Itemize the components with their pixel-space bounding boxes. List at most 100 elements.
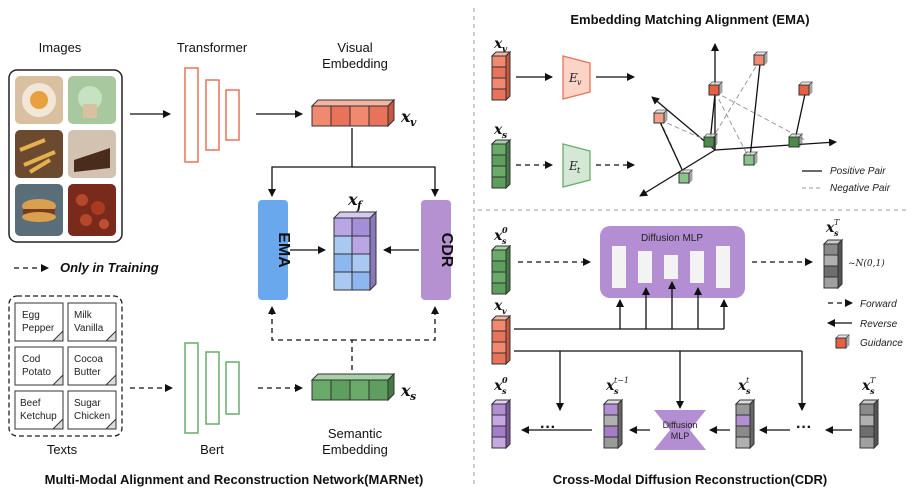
cdr-xsT-symbol: x xyxy=(825,220,835,236)
svg-text:Potato: Potato xyxy=(22,367,51,378)
rev-xst-superscript: t xyxy=(746,376,750,385)
diffusion-mlp-label: Diffusion MLP xyxy=(641,233,703,244)
cdr-label: CDR xyxy=(438,233,455,268)
svg-text:Ketchup: Ketchup xyxy=(20,411,57,422)
diffusion-mlp-small: Diffusion MLP xyxy=(654,410,706,450)
ema-x-s-subscript: s xyxy=(502,131,507,141)
positive-pair-label: Positive Pair xyxy=(830,166,886,177)
cdr-xsT-superscript: T xyxy=(834,218,840,227)
rev-xst1-column xyxy=(602,398,624,450)
left-footer-title: Multi-Modal Alignment and Reconstruction… xyxy=(45,472,424,487)
svg-text:Vanilla: Vanilla xyxy=(74,323,104,334)
ellipsis-1: ··· xyxy=(540,419,556,436)
svg-text:Egg: Egg xyxy=(22,310,40,321)
reverse-label: Reverse xyxy=(860,319,898,330)
ema-label: EMA xyxy=(275,232,292,268)
x-v-symbol: x xyxy=(400,107,411,126)
et-label: E xyxy=(568,159,578,173)
cdr-xv-symbol: x xyxy=(493,298,503,314)
rev-xsT-symbol: x xyxy=(861,378,871,394)
fused-embedding-grid xyxy=(332,210,378,292)
bert-block xyxy=(184,342,240,434)
cdr-footer-title: Cross-Modal Diffusion Reconstruction(CDR… xyxy=(553,472,827,487)
cdr-xv-subscript: v xyxy=(502,306,507,316)
ema-x-s-symbol: x xyxy=(493,122,503,138)
cdr-xsT-subscript: s xyxy=(834,228,839,238)
ema-x-v-subscript: v xyxy=(502,45,508,55)
cdr-xs0-symbol: x xyxy=(493,228,503,244)
ema-title: Embedding Matching Alignment (EMA) xyxy=(570,12,809,27)
rev-xsT-superscript: T xyxy=(870,376,876,385)
ev-label: E xyxy=(568,71,578,85)
cdr-xsT-column xyxy=(822,238,844,290)
visual-encoder-ev xyxy=(562,55,591,100)
transformer-label: Transformer xyxy=(177,40,248,55)
guidance-cube-icon xyxy=(835,334,850,349)
semantic-embedding-label-2: Embedding xyxy=(322,442,388,457)
cdr-xs0-column xyxy=(491,245,511,295)
diffusion-mlp-block: Diffusion MLP xyxy=(600,226,745,298)
svg-text:Cocoa: Cocoa xyxy=(74,354,103,365)
rev-xst1-superscript: t−1 xyxy=(614,376,629,385)
embedding-space-plot xyxy=(639,43,837,197)
diffusion-mlp-small-label-1: Diffusion xyxy=(663,420,698,430)
visual-embedding-label-1: Visual xyxy=(337,40,372,55)
visual-embedding-label-2: Embedding xyxy=(322,56,388,71)
texts-label: Texts xyxy=(47,442,78,457)
ema-visual-column xyxy=(491,51,511,101)
negative-pair-label: Negative Pair xyxy=(830,183,891,194)
rev-xs0-subscript: s xyxy=(502,386,507,396)
svg-text:Chicken: Chicken xyxy=(74,411,110,422)
rev-xs0-superscript: 0 xyxy=(502,375,508,385)
x-f-symbol: x xyxy=(347,190,358,209)
rev-xst1-subscript: s xyxy=(614,386,619,396)
rev-xst1-symbol: x xyxy=(605,378,615,394)
food-image-3 xyxy=(15,130,63,178)
rev-xst-symbol: x xyxy=(737,378,747,394)
rev-xst-column xyxy=(734,398,756,450)
cdr-xs0-superscript: 0 xyxy=(502,225,508,235)
ema-module: EMA xyxy=(258,200,292,300)
svg-text:Milk: Milk xyxy=(74,310,93,321)
visual-embedding-row xyxy=(310,98,396,128)
svg-text:Beef: Beef xyxy=(20,398,41,409)
image-grid xyxy=(8,69,123,243)
et-subscript: t xyxy=(577,166,581,175)
ev-subscript: v xyxy=(577,78,582,87)
ema-semantic-column xyxy=(491,139,511,189)
ellipsis-2: ··· xyxy=(796,419,812,436)
x-s-subscript: s xyxy=(410,390,416,403)
rev-xsT-column xyxy=(858,398,880,450)
svg-text:Butter: Butter xyxy=(74,367,101,378)
guidance-label: Guidance xyxy=(860,338,903,349)
ema-x-v-symbol: x xyxy=(493,36,503,52)
rev-xst-subscript: s xyxy=(746,386,751,396)
svg-text:Pepper: Pepper xyxy=(22,323,55,334)
semantic-embedding-label-1: Semantic xyxy=(328,426,383,441)
text-encoder-et xyxy=(562,143,591,188)
svg-text:Cod: Cod xyxy=(22,354,40,365)
diffusion-mlp-small-label-2: MLP xyxy=(671,431,690,441)
transformer-block xyxy=(184,67,240,163)
rev-xsT-subscript: s xyxy=(870,386,875,396)
semantic-embedding-row xyxy=(310,372,396,402)
normal-dist-label: ~N(0,1) xyxy=(848,258,885,269)
bert-label: Bert xyxy=(200,442,224,457)
svg-text:Sugar: Sugar xyxy=(74,398,101,409)
only-training-label: Only in Training xyxy=(60,260,159,275)
forward-label: Forward xyxy=(860,299,897,310)
rev-xs0-column xyxy=(490,398,512,450)
cdr-xs0-subscript: s xyxy=(502,236,507,246)
x-v-subscript: v xyxy=(410,116,417,129)
x-s-symbol: x xyxy=(400,381,411,400)
images-label: Images xyxy=(39,40,82,55)
rev-xs0-symbol: x xyxy=(493,378,503,394)
